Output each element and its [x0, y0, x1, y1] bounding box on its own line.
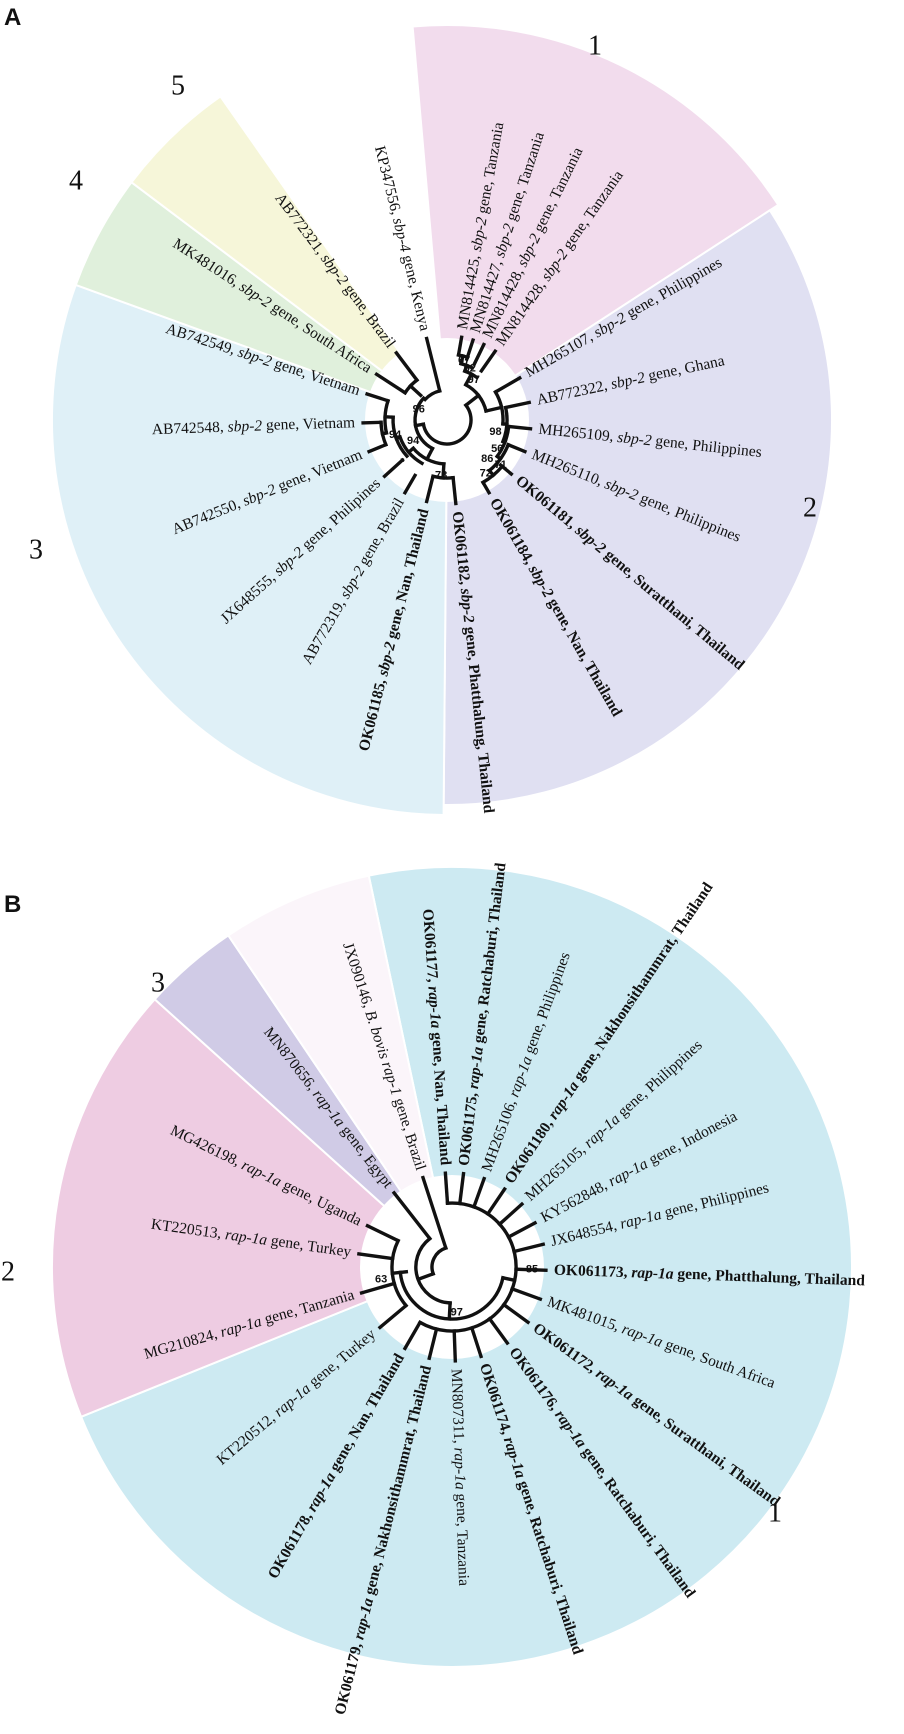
bootstrap-value: 62 — [464, 363, 476, 375]
bootstrap-value: 71 — [494, 459, 506, 471]
clade-1-label: 1 — [768, 1497, 782, 1528]
clade-2-label: 2 — [803, 492, 817, 523]
tree-branch — [506, 1220, 538, 1240]
tree-branch — [463, 371, 474, 387]
tree-arc — [421, 402, 473, 446]
tree-branch — [382, 457, 405, 479]
bootstrap-value: 56 — [491, 443, 503, 455]
tree-branch — [361, 420, 383, 425]
clade-1-label: 1 — [588, 30, 602, 61]
tree-branch — [514, 1267, 548, 1273]
panel-b-letter: B — [4, 891, 21, 918]
tree-branch — [500, 1275, 517, 1283]
tree-branch — [447, 1301, 452, 1321]
tree-branch — [394, 350, 420, 383]
clade-3-label: 3 — [151, 967, 165, 998]
tree-branch — [424, 474, 436, 504]
bootstrap-value: 78 — [435, 470, 447, 482]
tree-branch — [452, 1329, 458, 1363]
clade-2-sector — [50, 997, 454, 1419]
tree-arc — [422, 388, 442, 402]
tree-branch — [420, 1175, 448, 1251]
bootstrap-value: 94 — [389, 429, 402, 441]
tree-branch — [483, 405, 504, 414]
tree-branch — [356, 1251, 395, 1261]
clade-3-sector — [51, 283, 449, 817]
tree-branch — [487, 1316, 510, 1346]
tree-branch — [424, 336, 442, 393]
clade-2-label: 2 — [1, 1256, 15, 1287]
tree-branch — [374, 371, 408, 396]
tree-branch — [463, 393, 481, 408]
tree-branch — [424, 446, 435, 462]
tree-branch — [505, 442, 528, 454]
tree-branch — [493, 375, 523, 395]
clade-4-label: 4 — [69, 165, 83, 196]
tree-branch — [407, 383, 424, 398]
bootstrap-value: 67 — [458, 354, 470, 366]
bootstrap-value: 85 — [526, 1264, 538, 1276]
tree-branch — [364, 391, 391, 403]
tree-branch — [497, 1201, 525, 1227]
bootstrap-value: 97 — [451, 1307, 463, 1319]
clade-2-sector — [442, 208, 833, 807]
tree-branch — [416, 1271, 436, 1282]
tree-branch — [451, 475, 458, 506]
panel-a-letter: A — [4, 4, 21, 31]
outgroup-sector — [226, 874, 453, 1268]
tree-branch — [402, 473, 418, 496]
bootstrap-value: 98 — [489, 426, 501, 438]
tree-branch — [469, 1325, 484, 1359]
tree-branch — [377, 1303, 409, 1330]
clade-5-label: 5 — [171, 70, 185, 101]
tree-arc — [430, 1245, 448, 1276]
tree-branch — [503, 400, 532, 410]
tree-branch — [471, 342, 487, 367]
bootstrap-value: 63 — [375, 1273, 387, 1285]
tree-branch — [402, 1320, 423, 1351]
tree-branch — [365, 1223, 401, 1243]
tree-branch — [501, 1302, 531, 1325]
tree-branch — [480, 480, 492, 496]
bootstrap-value: 97 — [468, 374, 480, 386]
bootstrap-value: 86 — [481, 453, 493, 465]
tree-branch — [506, 424, 533, 431]
bootstrap-value: 94 — [407, 435, 420, 447]
tree-branch — [441, 462, 446, 480]
tree-branch — [512, 1242, 546, 1254]
tree-branch — [391, 1190, 433, 1241]
tree-branch — [456, 335, 464, 357]
tree-branch — [427, 1327, 439, 1361]
tree-branch — [485, 1186, 507, 1217]
tree-branch — [443, 1171, 450, 1206]
tree-branch — [366, 442, 389, 454]
tree-branch — [457, 1171, 466, 1206]
panel-a-center-disc — [365, 338, 529, 502]
clade-1-sector — [411, 24, 780, 422]
tree-branch — [359, 1281, 397, 1296]
tree-branch — [479, 348, 498, 374]
bootstrap-value: 96 — [413, 404, 425, 416]
tree-branch — [471, 1176, 487, 1210]
clade-5-sector — [130, 95, 448, 421]
bootstrap-value: 72 — [480, 467, 492, 479]
clade-3-label: 3 — [29, 534, 43, 565]
tree-branch — [509, 1286, 543, 1302]
